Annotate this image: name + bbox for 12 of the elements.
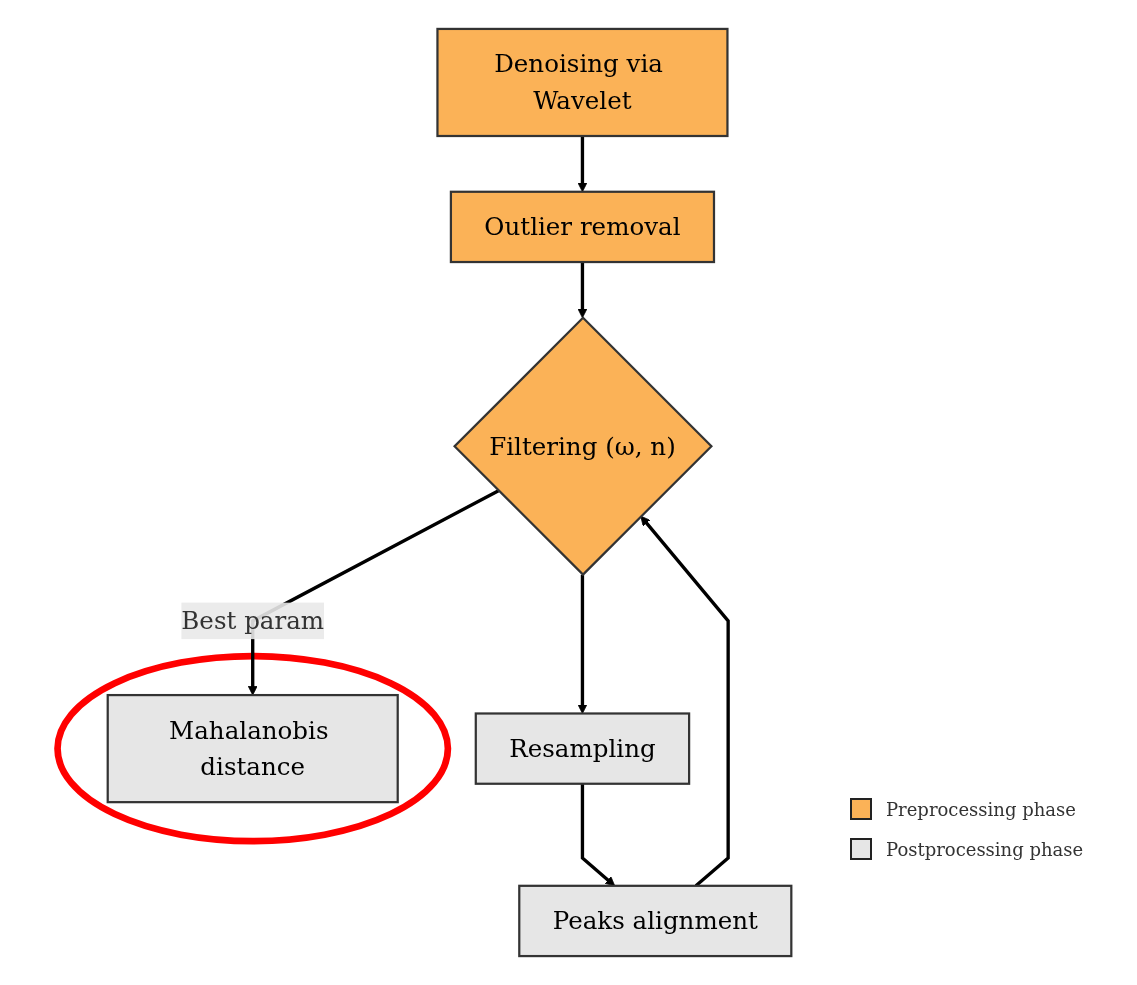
arrow [577,262,588,319]
legend-label: Preprocessing phase [886,798,1076,820]
node-box: Outlier removal [449,190,716,264]
arrow [577,574,588,714]
node-box: Peaks alignment [518,884,793,958]
edge-label: Best param [181,606,325,635]
node-box: Denoising via Wavelet [436,27,729,138]
cluster [54,652,452,845]
node-box: Resampling [474,712,691,785]
node-box: Mahalanobis distance [106,693,399,804]
node-diamond: Filtering (ω, n) [453,316,713,577]
legend-label: Postprocessing phase [886,838,1084,860]
